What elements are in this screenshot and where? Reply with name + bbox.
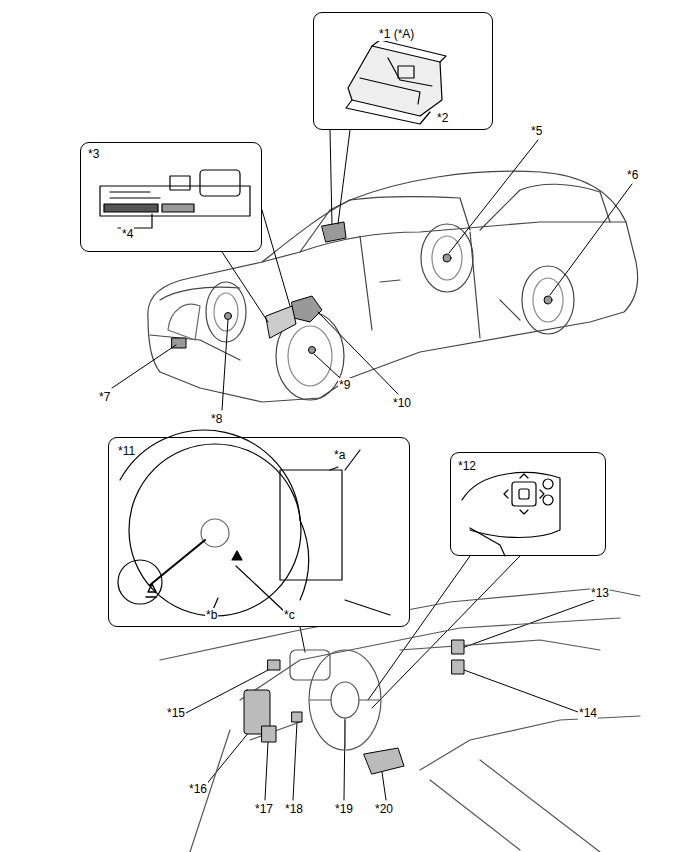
meter-drawing [118, 430, 390, 616]
callout-number: *14 [578, 706, 598, 720]
callout-number: *a [333, 448, 346, 462]
callout-number: *4 [121, 227, 134, 241]
callout-number: *9 [338, 378, 351, 392]
callout-number: *3 [87, 147, 100, 161]
callout-number: *1 (*A) [378, 27, 415, 41]
inset-box: *12 [450, 452, 606, 556]
callout-number: *18 [284, 802, 304, 816]
inset-box: *3 *4 [80, 142, 262, 252]
callout-number: *6 [626, 168, 639, 182]
callout-number: *13 [590, 586, 610, 600]
dashboard-outline [160, 588, 640, 852]
inset-box: *1 (*A) *2 [313, 12, 493, 130]
dash-part-symbols [244, 640, 464, 774]
callout-number: *5 [530, 124, 543, 138]
callout-number: *b [205, 608, 218, 622]
callout-number: *16 [188, 782, 208, 796]
callout-number: *8 [210, 412, 223, 426]
callout-number: *15 [166, 706, 186, 720]
junction-block-drawing [100, 170, 250, 228]
callout-number: *19 [334, 802, 354, 816]
callout-number: *10 [392, 396, 412, 410]
module-drawing [346, 40, 446, 124]
callout-number: *c [283, 608, 296, 622]
callout-number: *2 [436, 111, 449, 125]
inset-grounds [80, 12, 606, 627]
callout-number: *11 [117, 444, 136, 458]
steering-switch-drawing [462, 473, 560, 556]
callout-number: *17 [254, 802, 274, 816]
callout-number: *12 [457, 459, 477, 473]
callout-number: *20 [374, 802, 394, 816]
inset-box: *11 *a *b *c [108, 437, 410, 627]
callout-number: *7 [98, 390, 111, 404]
